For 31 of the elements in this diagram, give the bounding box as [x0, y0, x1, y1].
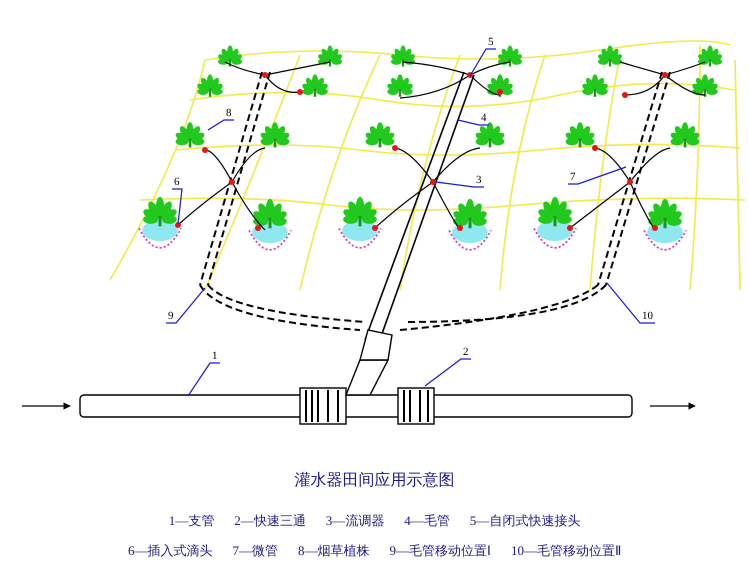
callout-number: 7: [568, 171, 578, 183]
callout-number: 5: [486, 36, 496, 48]
leader-line: [568, 166, 626, 185]
legend-text: 4—毛管: [404, 512, 450, 530]
callout-number: 1: [210, 350, 220, 362]
legend-text: 10—毛管移动位置Ⅱ: [511, 542, 621, 560]
callout-number: 6: [172, 176, 182, 188]
legend-text: 2—快速三通: [234, 512, 306, 530]
callout-number: 9: [166, 310, 176, 322]
leader-line: [172, 188, 183, 224]
leader-line: [469, 48, 496, 76]
legend-text: 7—微管: [232, 542, 278, 560]
leader-line: [208, 119, 234, 130]
legend-text: 3—流调器: [326, 512, 384, 530]
legend-text: 8—烟草植株: [298, 542, 370, 560]
callout-number: 2: [461, 346, 470, 358]
leader-line: [458, 119, 489, 126]
legend-text: 1—支管: [168, 512, 214, 530]
leader-line: [436, 181, 484, 188]
legend-text: 6—插入式滴头: [128, 542, 212, 560]
legend-text: 9—毛管移动位置Ⅰ: [390, 542, 491, 560]
diagram-title: 灌水器田间应用示意图: [294, 470, 456, 491]
leader-line: [606, 282, 655, 324]
callout-number: 8: [224, 107, 234, 119]
callout-number: 10: [640, 310, 655, 322]
callout-number: 4: [479, 112, 488, 124]
leader-line: [188, 362, 220, 396]
callout-number: 3: [474, 174, 484, 186]
legend-text: 5—自闭式快速接头: [470, 512, 580, 530]
leader-line: [166, 288, 206, 324]
leader-line: [424, 358, 471, 386]
